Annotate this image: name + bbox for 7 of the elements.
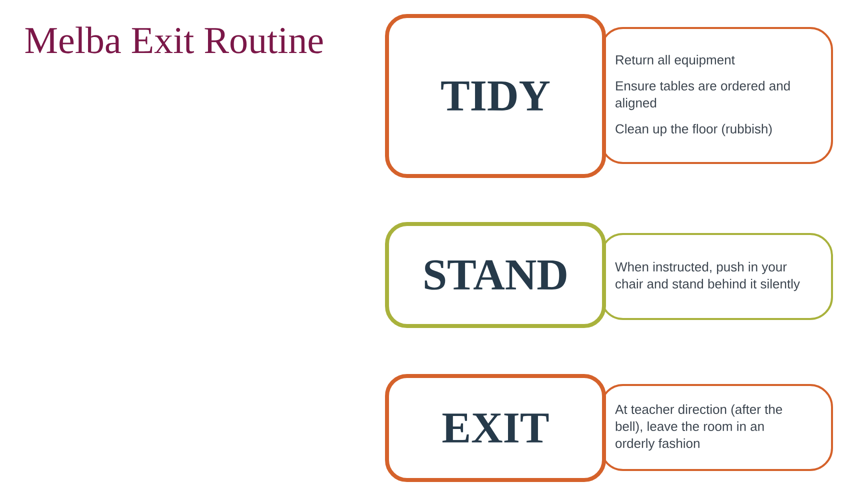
step-box: TIDY [385,14,606,178]
description-box: Return all equipment Ensure tables are ordered and aligned Clean up the floor (rubbish) [600,27,833,164]
step-box: EXIT [385,374,606,482]
step-box: STAND [385,222,606,328]
description-box: At teacher direction (after the bell), leave the room in an orderly fashion [600,384,833,471]
description-box: When instructed, push in your chair and stand behind it silently [600,233,833,320]
title: Melba Exit Routine [25,26,323,54]
